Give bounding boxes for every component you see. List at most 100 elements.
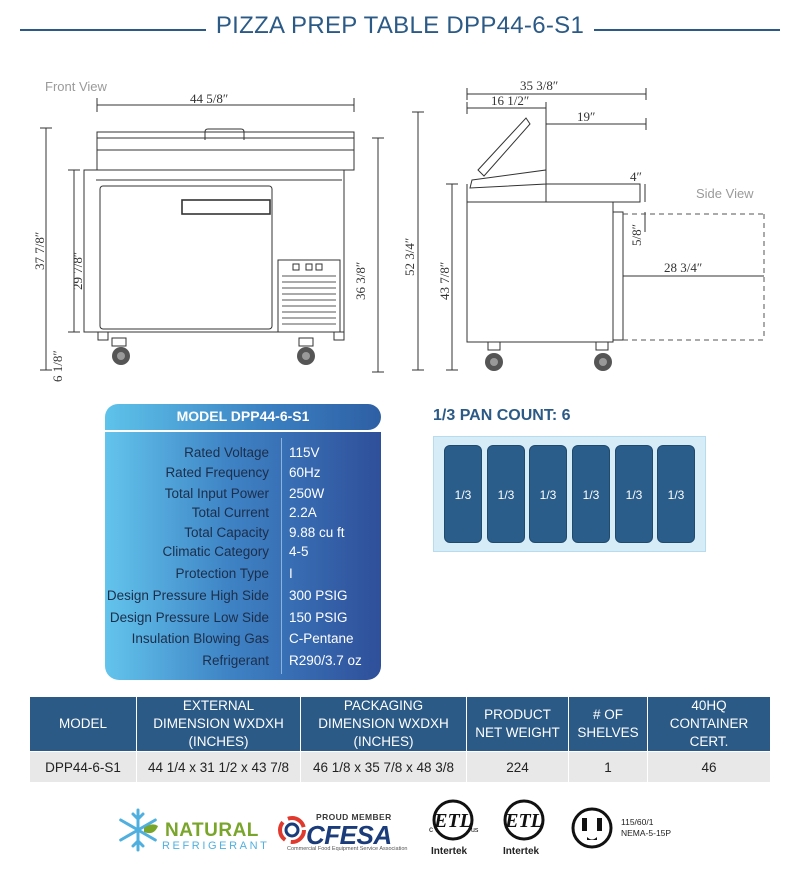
spec-divider <box>281 438 282 674</box>
pan-label: 1/3 <box>454 488 472 502</box>
spec-value: 2.2A <box>289 505 317 520</box>
pan-slot: 1/3 <box>615 445 653 543</box>
table-header-model: MODEL <box>30 697 136 751</box>
spec-label: Protection Type <box>175 566 269 581</box>
table-header-packaging: PACKAGING DIMENSION WXDXH (INCHES) <box>301 697 466 751</box>
natural-refrigerant-subtitle: REFRIGERANT <box>162 840 270 852</box>
pan-tray: 1/3 1/3 1/3 1/3 1/3 1/3 <box>433 436 706 552</box>
spec-label: Design Pressure High Side <box>106 588 269 603</box>
pan-label: 1/3 <box>497 488 515 502</box>
front-height-right: 36 3/8″ <box>353 262 368 300</box>
front-body-height: 29 7/8″ <box>70 252 85 290</box>
model-spec-title: MODEL DPP44-6-S1 <box>176 408 310 424</box>
spec-value: 150 PSIG <box>289 610 348 625</box>
spec-label: Rated Voltage <box>184 445 269 460</box>
spec-label: Climatic Category <box>162 544 269 559</box>
spec-value: 9.88 cu ft <box>289 525 345 540</box>
front-view-label: Front View <box>45 79 107 94</box>
pan-slot: 1/3 <box>529 445 567 543</box>
cfesa-logo-text: CFESA <box>306 820 392 850</box>
table-cell-packaging: 46 1/8 x 35 7/8 x 48 3/8 <box>301 752 466 782</box>
spec-row: Climatic Category 4-5 <box>105 544 381 564</box>
spec-row: Total Input Power 250W <box>105 486 381 506</box>
cfesa-subtitle: Commercial Food Equipment Service Associ… <box>287 846 408 852</box>
spec-label: Insulation Blowing Gas <box>131 631 269 646</box>
spec-value: I <box>289 566 293 581</box>
table-cell-shelves: 1 <box>569 752 647 782</box>
spec-row: Insulation Blowing Gas C-Pentane <box>105 631 381 651</box>
spec-value: 250W <box>289 486 325 501</box>
table-cell-container: 46 <box>648 752 770 782</box>
svg-text:ETL: ETL <box>433 810 472 832</box>
header-rule-right <box>594 29 780 31</box>
side-door-swing: 28 3/4″ <box>664 260 702 275</box>
front-total-height: 37 7/8″ <box>32 232 47 270</box>
etl-intertek-label-1: Intertek <box>431 846 468 857</box>
svg-text:us: us <box>471 827 479 834</box>
side-rail-height: 4″ <box>630 169 642 184</box>
etl-sanitation-icon: ETL <box>503 799 545 841</box>
svg-text:c: c <box>429 825 433 834</box>
spec-row: Rated Frequency 60Hz <box>105 465 381 485</box>
spec-row: Refrigerant R290/3.7 oz <box>105 653 381 673</box>
svg-text:ETL: ETL <box>504 810 543 832</box>
side-door-gap: 5/8″ <box>629 224 644 246</box>
spec-row: Protection Type I <box>105 566 381 586</box>
front-caster-height: 6 1/8″ <box>50 350 65 382</box>
spec-row: Total Capacity 9.88 cu ft <box>105 525 381 545</box>
spec-label: Total Capacity <box>184 525 269 540</box>
cfesa-swirl-icon <box>278 816 306 844</box>
front-view-drawing: 37 7/8″ 29 7/8″ 36 3/8″ 6 1/8″ 44 5/8″ <box>32 91 384 382</box>
pan-count-title: 1/3 PAN COUNT: 6 <box>433 407 571 424</box>
table-cell-weight: 224 <box>467 752 568 782</box>
spec-row: Design Pressure High Side 300 PSIG <box>105 588 381 608</box>
side-top-depth: 19″ <box>577 109 595 124</box>
table-cell-model: DPP44-6-S1 <box>30 752 136 782</box>
pan-label: 1/3 <box>625 488 643 502</box>
spec-label: Refrigerant <box>202 653 269 668</box>
spec-value: C-Pentane <box>289 631 354 646</box>
etl-listed-icon: ETL c us <box>429 799 479 841</box>
side-lid-open-height: 52 3/4″ <box>402 238 417 276</box>
side-cabinet-height: 43 7/8″ <box>437 262 452 300</box>
spec-row: Rated Voltage 115V <box>105 445 381 465</box>
model-spec-panel: Rated Voltage 115V Rated Frequency 60Hz To… <box>105 432 381 680</box>
table-header-external: EXTERNAL DIMENSION WXDXH (INCHES) <box>137 697 300 751</box>
spec-label: Total Current <box>191 505 269 520</box>
model-spec-header: MODEL DPP44-6-S1 <box>105 404 381 430</box>
pan-slot: 1/3 <box>444 445 482 543</box>
table-header-shelves: # OF SHELVES <box>569 697 647 751</box>
side-lid-depth: 16 1/2″ <box>491 93 529 108</box>
spec-label: Design Pressure Low Side <box>109 610 269 625</box>
pan-label: 1/3 <box>667 488 685 502</box>
front-width: 44 5/8″ <box>190 91 228 106</box>
spec-label: Total Input Power <box>164 486 269 501</box>
spec-value: 60Hz <box>289 465 321 480</box>
page-title: PIZZA PREP TABLE DPP44-6-S1 <box>215 12 585 39</box>
spec-value: 4-5 <box>289 544 309 559</box>
pan-label: 1/3 <box>582 488 600 502</box>
nema-plug-type: NEMA-5-15P <box>621 828 672 838</box>
cfesa-proud-member: PROUD MEMBER <box>316 812 392 822</box>
spec-row: Design Pressure Low Side 150 PSIG <box>105 610 381 630</box>
table-header-container: 40HQ CONTAINER CERT. <box>648 697 770 751</box>
spec-row: Total Current 2.2A <box>105 505 381 525</box>
spec-value: R290/3.7 oz <box>289 653 362 668</box>
nema-rating: 115/60/1 <box>621 817 654 827</box>
pan-slot: 1/3 <box>657 445 695 543</box>
table-cell-external: 44 1/4 x 31 1/2 x 43 7/8 <box>137 752 300 782</box>
spec-value: 300 PSIG <box>289 588 348 603</box>
natural-refrigerant-title: NATURAL <box>165 820 259 841</box>
header-rule-left <box>20 29 206 31</box>
pan-slot: 1/3 <box>572 445 610 543</box>
spec-value: 115V <box>289 445 320 460</box>
pan-label: 1/3 <box>539 488 557 502</box>
snowflake-icon <box>119 808 158 852</box>
spec-label: Rated Frequency <box>165 465 269 480</box>
side-view-label: Side View <box>696 186 754 201</box>
side-view-drawing: 35 3/8″ 16 1/2″ 19″ 4″ 5/8″ 28 3/4″ 52 3… <box>402 78 765 371</box>
pan-slot: 1/3 <box>487 445 525 543</box>
nema-plug-icon <box>571 807 613 849</box>
table-header-weight: PRODUCT NET WEIGHT <box>467 697 568 751</box>
side-total-depth: 35 3/8″ <box>520 78 558 93</box>
